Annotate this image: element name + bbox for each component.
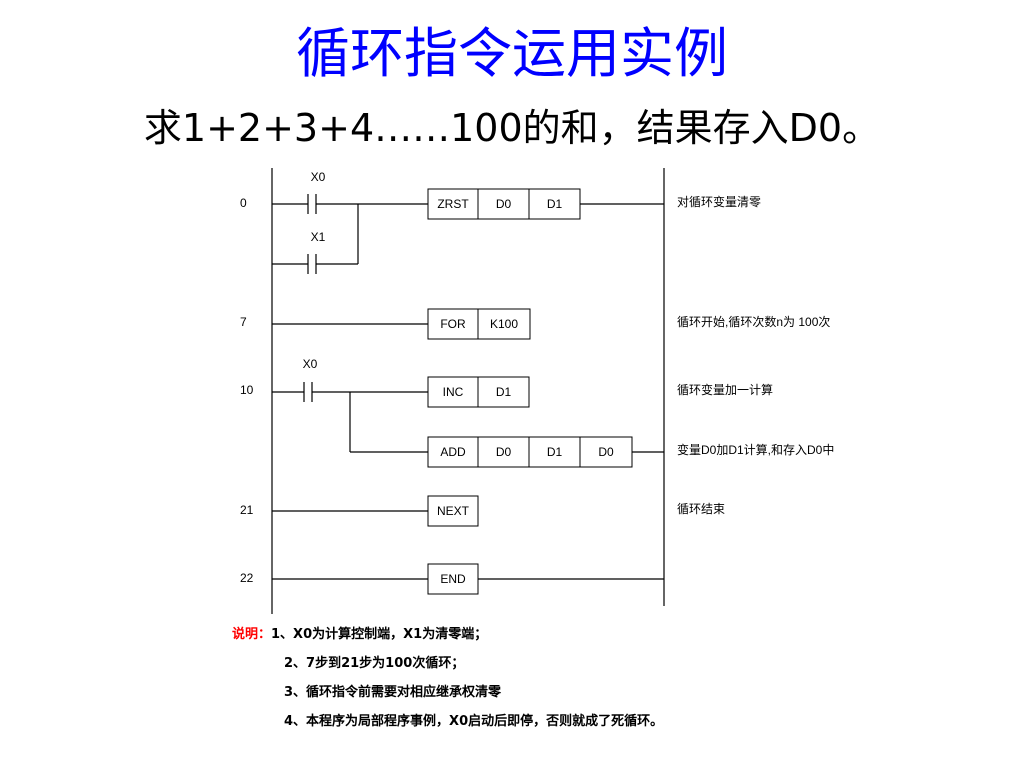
page-subtitle: 求1+2+3+4……100的和，结果存入D0。 bbox=[143, 106, 881, 150]
operand-text: D0 bbox=[496, 197, 512, 211]
rung-comment: 变量D0加D1计算,和存入D0中 bbox=[677, 442, 834, 457]
rung-add-cell-1 bbox=[427, 436, 479, 468]
step-number: 0 bbox=[240, 196, 247, 210]
rung-21-cell-1 bbox=[427, 495, 479, 527]
rung-22-cell-1 bbox=[427, 563, 479, 595]
rung-add-cell-3 bbox=[528, 436, 581, 468]
rung-10-cell-2 bbox=[477, 376, 530, 408]
rung-7-cell-1 bbox=[427, 308, 479, 340]
rung-0-cell-3 bbox=[528, 188, 581, 220]
note-line-4: 4、本程序为局部程序事例，X0启动后即停，否则就成了死循环。 bbox=[232, 707, 663, 736]
note-text: 4、本程序为局部程序事例，X0启动后即停，否则就成了死循环。 bbox=[284, 714, 664, 729]
step-number: 21 bbox=[240, 503, 254, 517]
operand-text: D1 bbox=[547, 197, 563, 211]
operand-text: K100 bbox=[490, 317, 518, 331]
notes-label: 说明： bbox=[232, 627, 272, 642]
step-number: 7 bbox=[240, 315, 247, 329]
rung-comment: 循环开始,循环次数n为 100次 bbox=[677, 314, 830, 329]
operand-text: D1 bbox=[547, 445, 563, 459]
rung-0-cell-2 bbox=[477, 188, 530, 220]
rung-10-cell-1 bbox=[427, 376, 479, 408]
instruction-text: NEXT bbox=[437, 504, 470, 518]
rung-7-cell-2 bbox=[477, 308, 531, 340]
operand-text: D0 bbox=[496, 445, 512, 459]
note-line-3: 3、循环指令前需要对相应继承权清零 bbox=[232, 678, 663, 707]
contact-label: X1 bbox=[311, 230, 326, 244]
notes-section: 说明：1、X0为计算控制端，X1为清零端； 2、7步到21步为100次循环； 3… bbox=[232, 620, 663, 736]
contact-label: X0 bbox=[303, 357, 318, 371]
note-text: 3、循环指令前需要对相应继承权清零 bbox=[284, 685, 502, 700]
note-line-2: 2、7步到21步为100次循环； bbox=[232, 649, 663, 678]
contact-label: X0 bbox=[311, 170, 326, 184]
rung-10-wiring bbox=[272, 382, 664, 453]
rung-comment: 循环变量加一计算 bbox=[677, 382, 773, 397]
note-line-1: 说明：1、X0为计算控制端，X1为清零端； bbox=[232, 620, 663, 649]
rung-comment: 循环结束 bbox=[677, 502, 725, 516]
note-text: 2、7步到21步为100次循环； bbox=[284, 656, 465, 671]
operand-text: D1 bbox=[496, 385, 512, 399]
rung-0-wiring bbox=[272, 194, 664, 274]
page-title: 循环指令运用实例 bbox=[296, 22, 728, 85]
instruction-text: FOR bbox=[440, 317, 466, 331]
step-number: 10 bbox=[240, 383, 254, 397]
note-text: 1、X0为计算控制端，X1为清零端； bbox=[271, 627, 488, 642]
instruction-text: INC bbox=[443, 385, 464, 399]
step-number: 22 bbox=[240, 571, 254, 585]
instruction-text: ZRST bbox=[437, 197, 469, 211]
instruction-text: ADD bbox=[440, 445, 466, 459]
instruction-text: END bbox=[440, 572, 466, 586]
rung-comment: 对循环变量清零 bbox=[677, 194, 761, 209]
rung-add-cell-4 bbox=[579, 436, 633, 468]
operand-text: D0 bbox=[598, 445, 614, 459]
